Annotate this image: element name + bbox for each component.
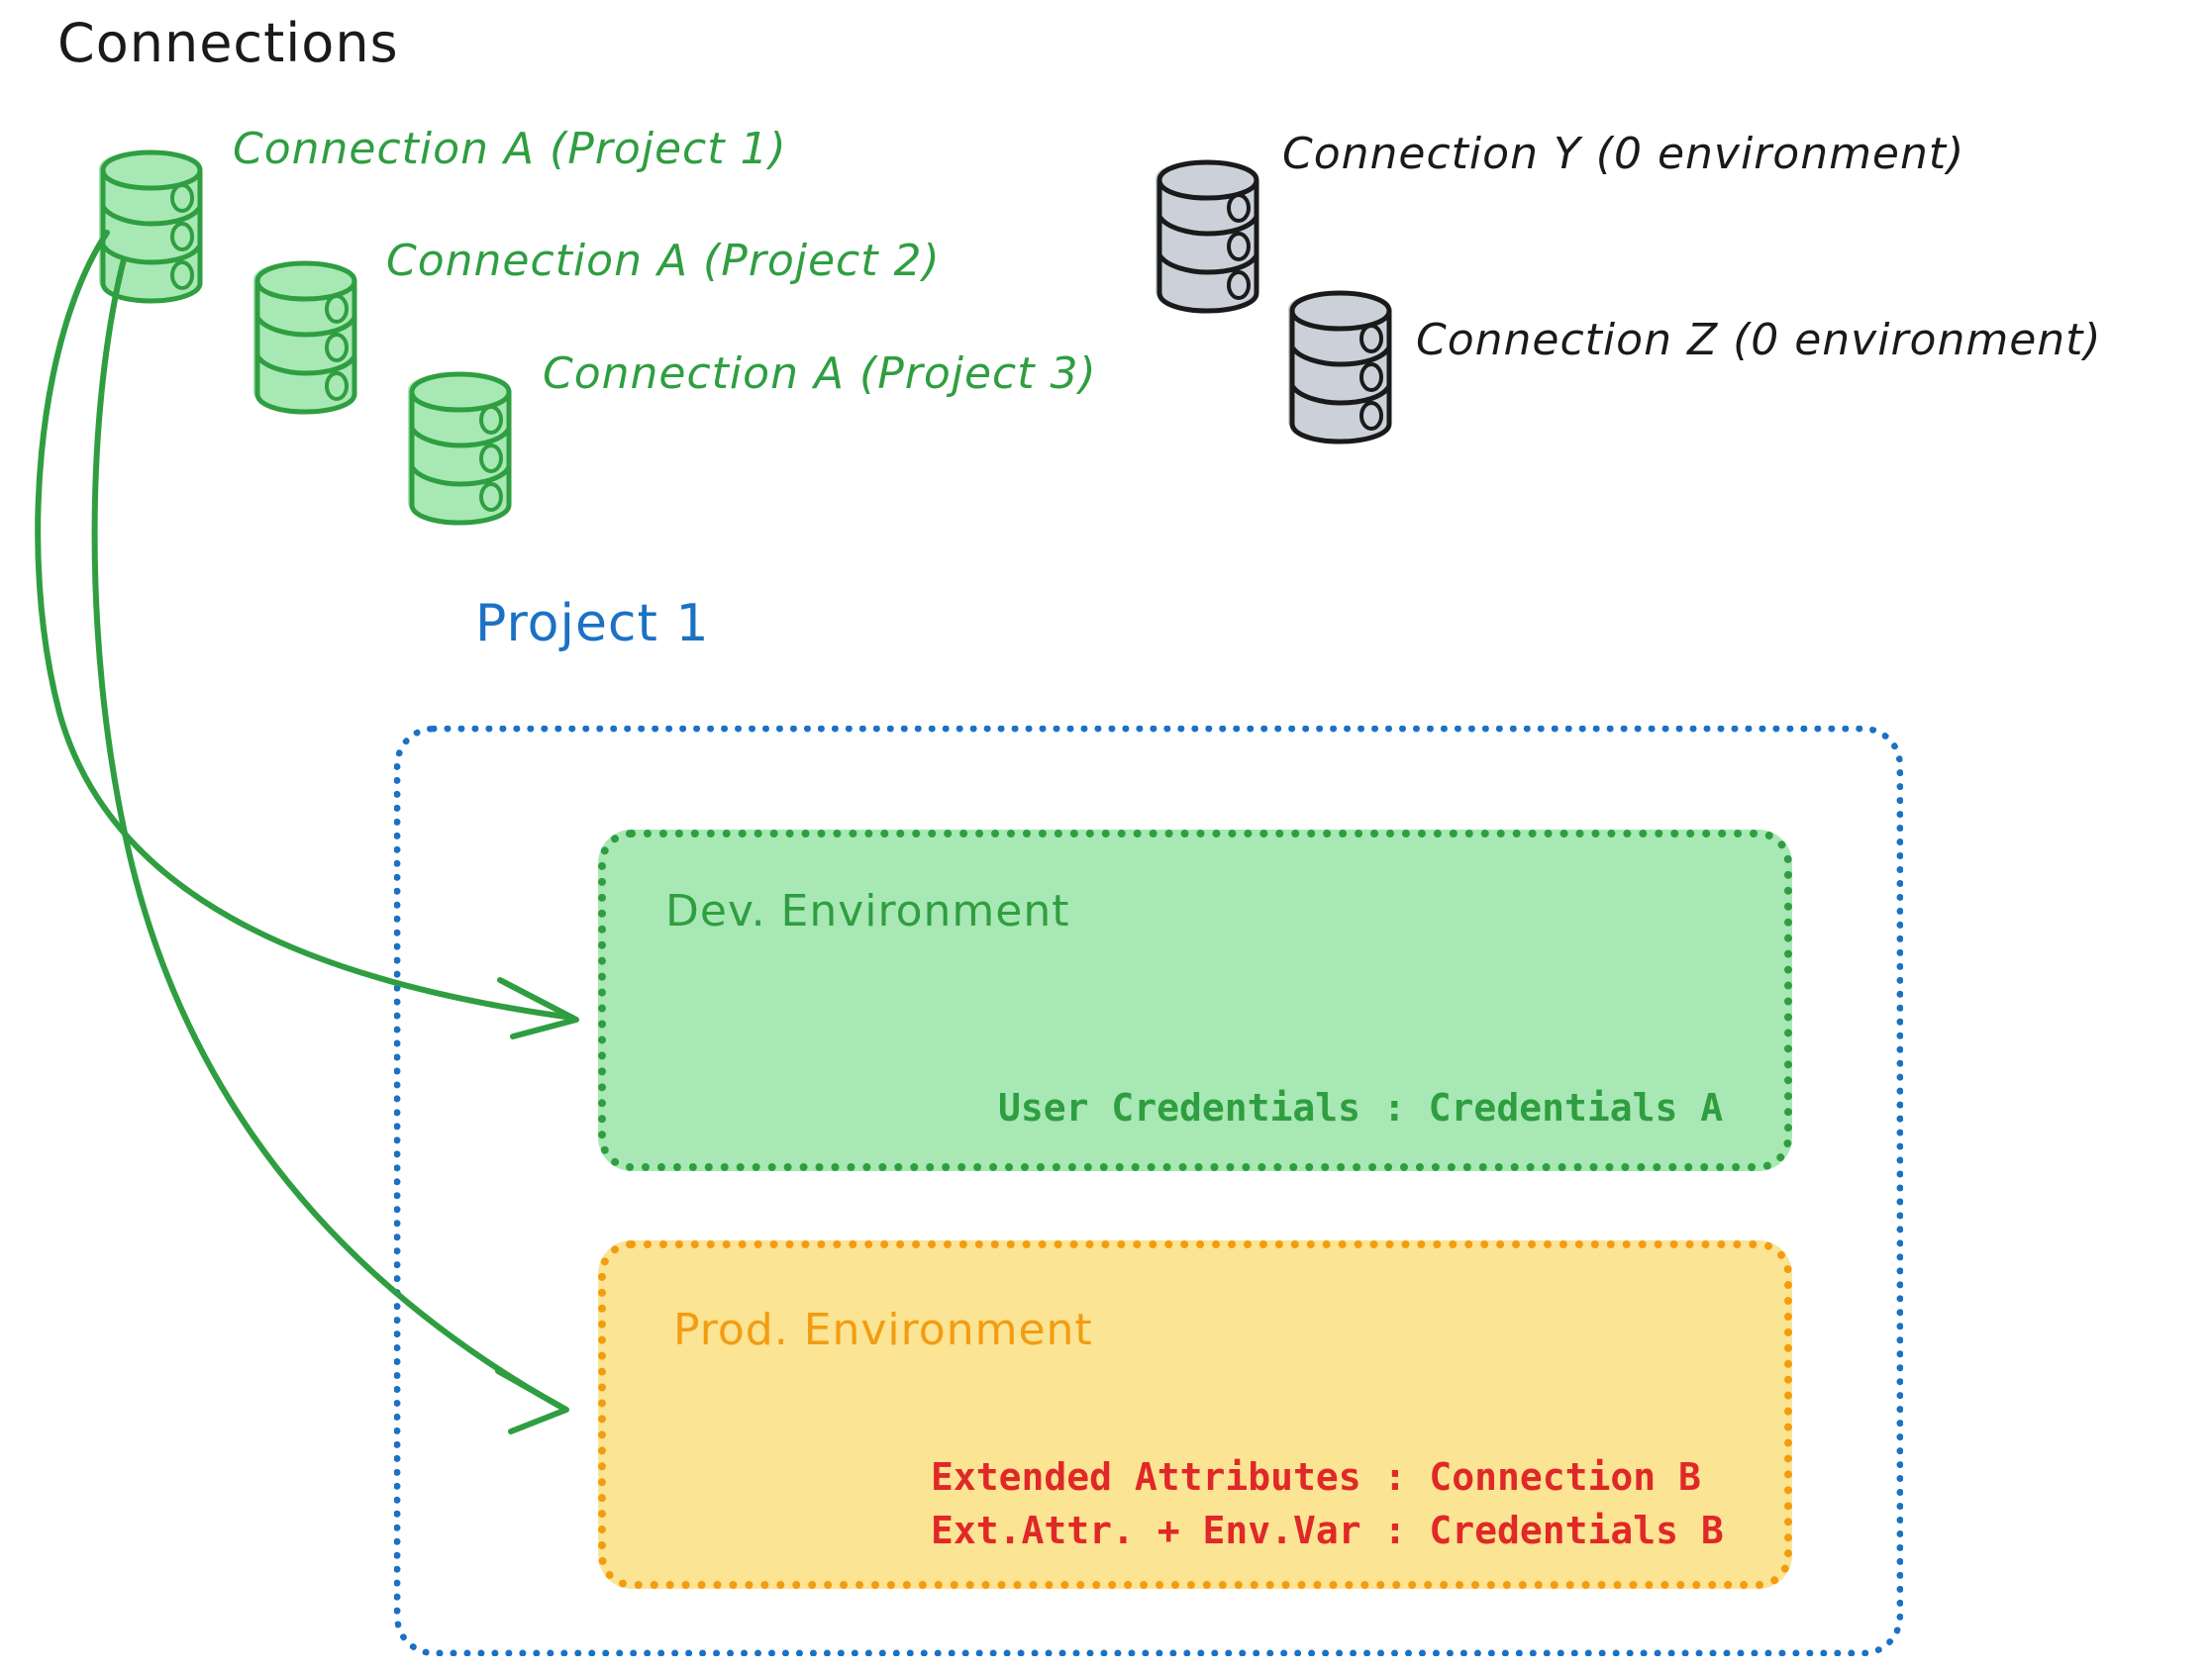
database-icon-connection-a-project-1: [95, 147, 206, 305]
connection-label-y: Connection Y (0 environment): [1282, 129, 1965, 179]
connection-label-a-project-2: Connection A (Project 2): [386, 236, 941, 286]
database-icon-connection-a-project-3: [404, 368, 515, 527]
prod-environment-detail-extended-attributes: Extended Attributes : Connection B: [931, 1455, 1701, 1499]
prod-environment-title: Prod. Environment: [673, 1305, 1093, 1355]
database-icon-connection-z: [1284, 287, 1395, 445]
dev-environment-title: Dev. Environment: [665, 886, 1070, 936]
project-title: Project 1: [475, 594, 710, 653]
page-title: Connections: [57, 12, 399, 74]
dev-environment-box: [598, 830, 1792, 1171]
connection-label-a-project-1: Connection A (Project 1): [233, 124, 787, 174]
connection-label-a-project-3: Connection A (Project 3): [543, 348, 1097, 399]
prod-environment-box: [598, 1240, 1792, 1589]
prod-environment-detail-ext-attr-env-var: Ext.Attr. + Env.Var : Credentials B: [931, 1509, 1724, 1552]
dev-environment-detail-user-credentials: User Credentials : Credentials A: [998, 1086, 1724, 1130]
database-icon-connection-a-project-2: [250, 257, 360, 416]
connection-label-z: Connection Z (0 environment): [1416, 315, 2102, 365]
database-icon-connection-y: [1152, 156, 1262, 315]
